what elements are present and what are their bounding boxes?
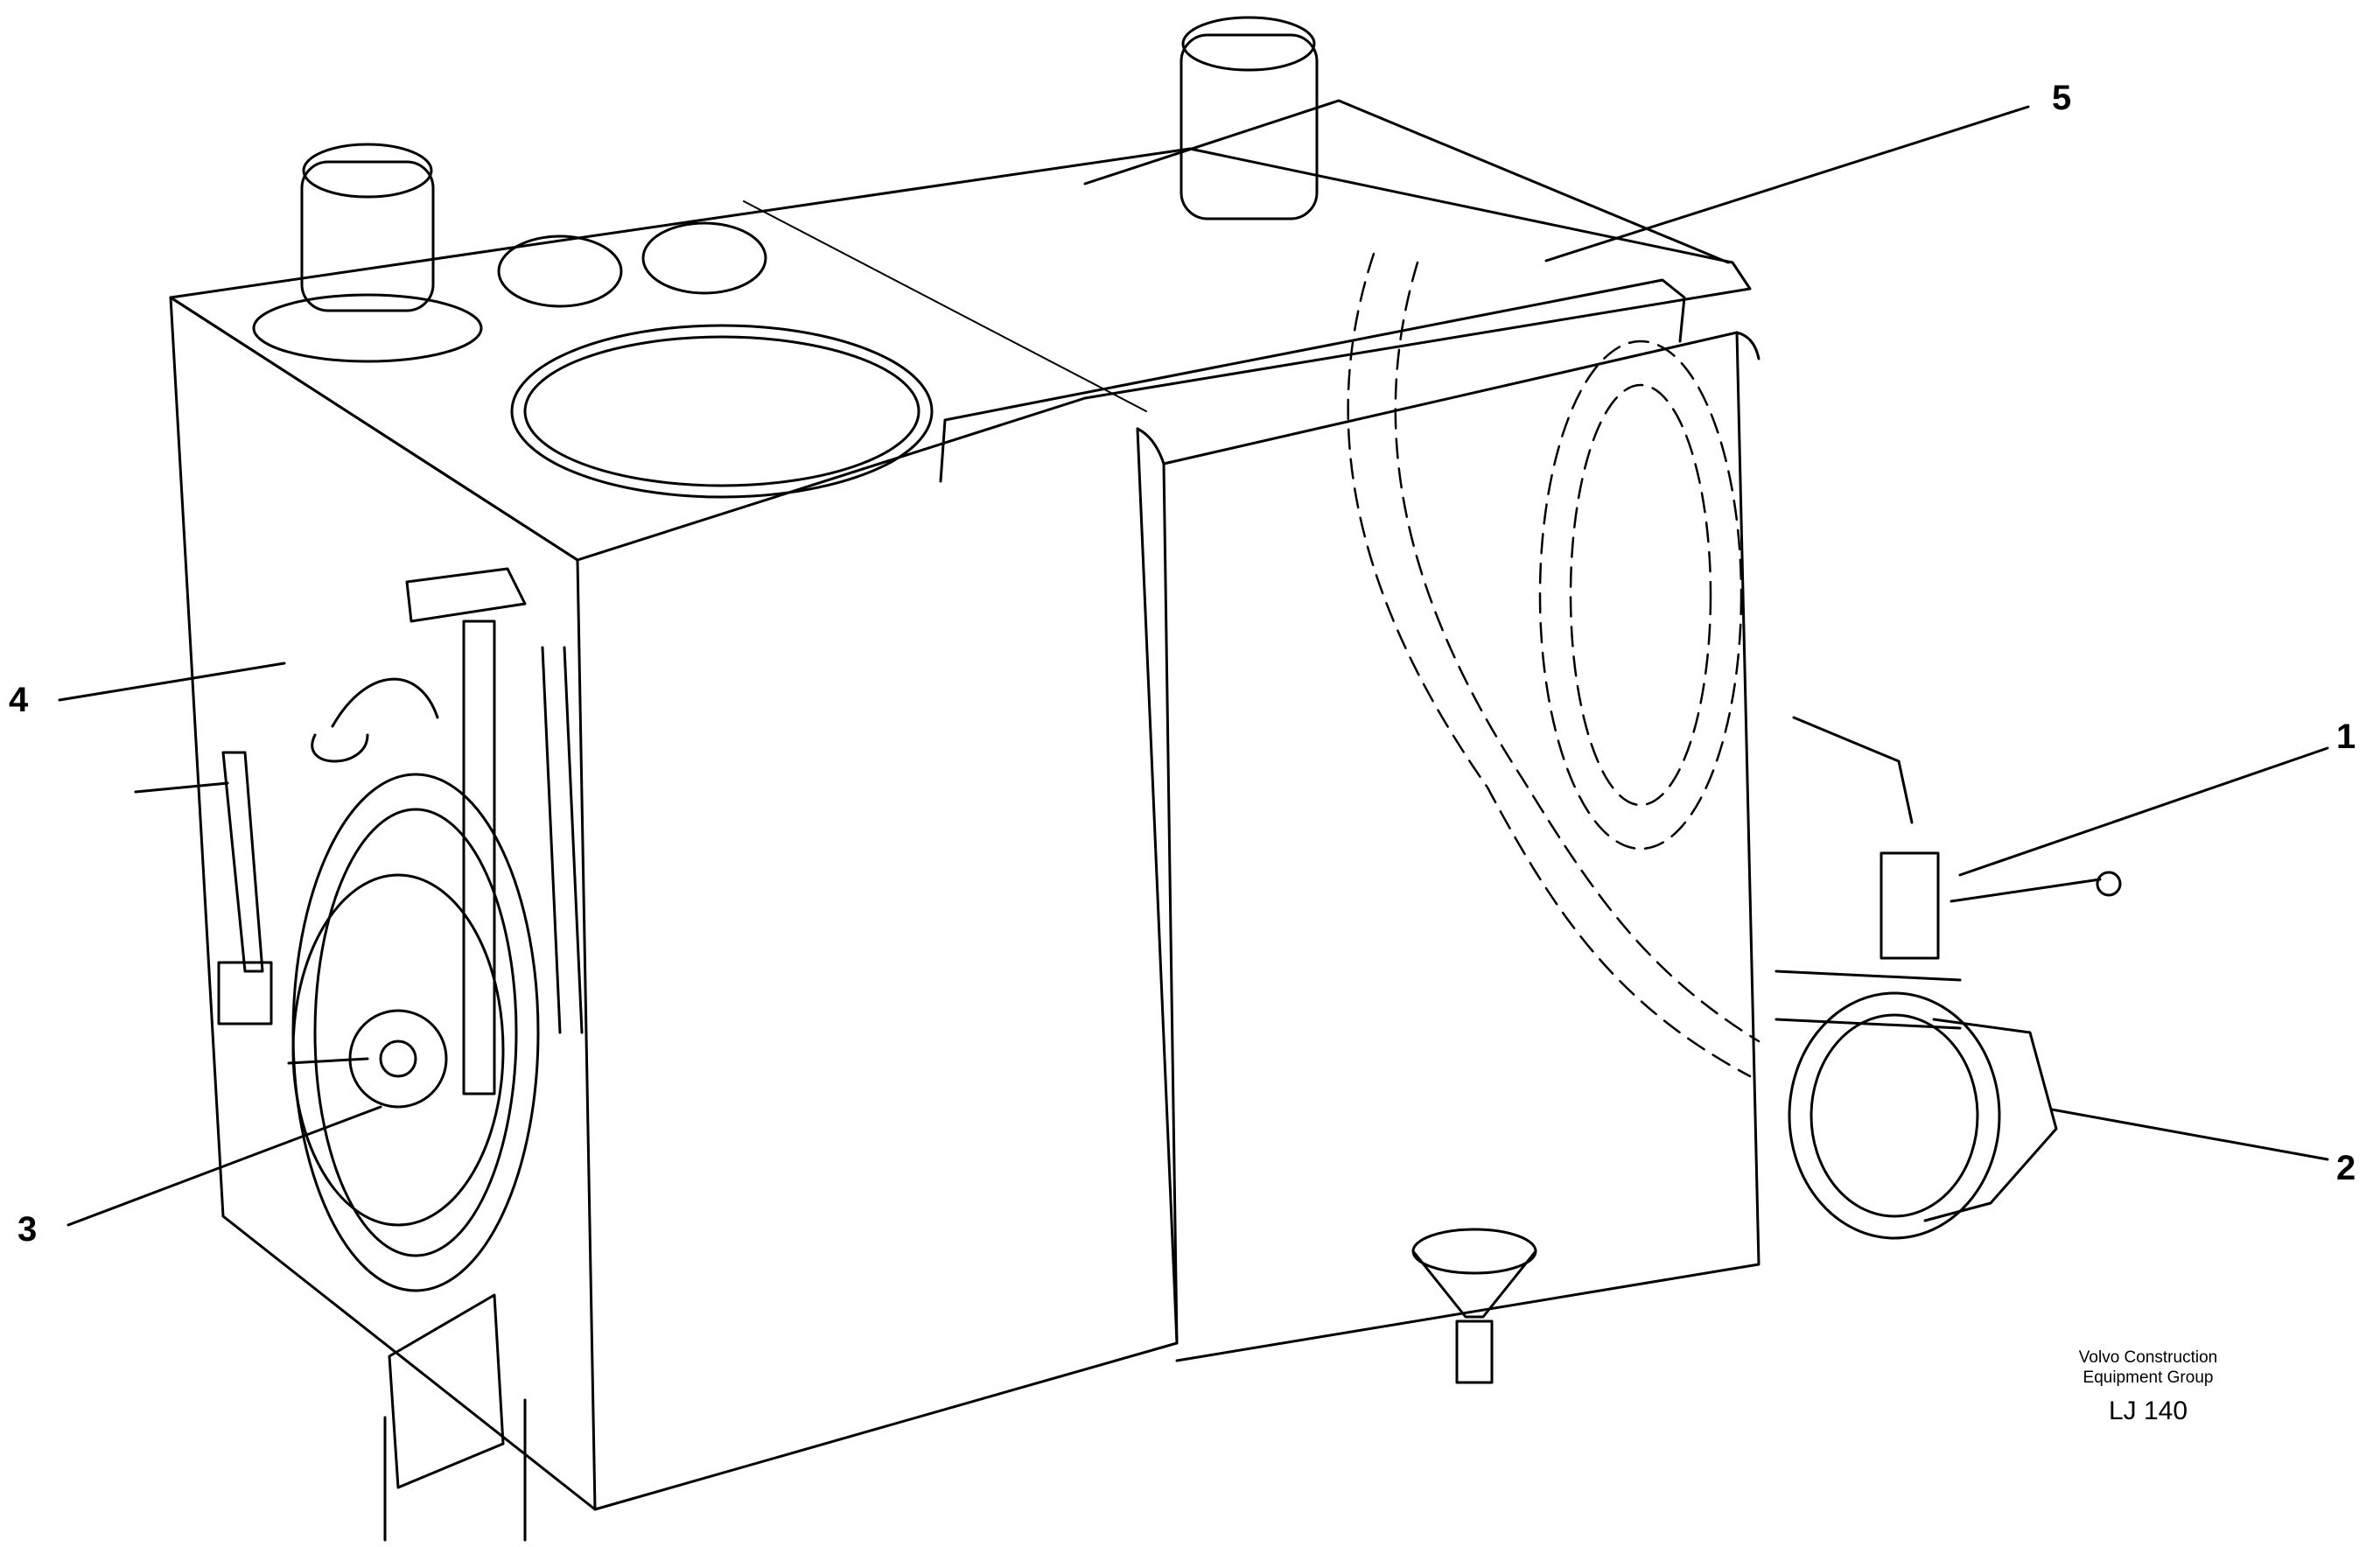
- callout-3: 3: [18, 1210, 38, 1249]
- credit-line-1: Volvo Construction: [2078, 1348, 2218, 1367]
- leader-line-3: [66, 1105, 382, 1227]
- right-top-plate: [1083, 99, 1730, 264]
- credit-line-2: Equipment Group: [2082, 1368, 2214, 1387]
- leader-line-1: [1958, 746, 2329, 877]
- drawing-code: LJ 140: [2108, 1396, 2188, 1425]
- transfer-pump: [1774, 970, 2058, 1240]
- leader-line-5: [1544, 105, 2030, 262]
- callout-5: 5: [2052, 79, 2072, 117]
- inspection-covers: [497, 221, 934, 499]
- leader-lines: [58, 105, 2329, 1227]
- drain-funnel: [1411, 1228, 1537, 1384]
- leader-line-2: [2050, 1108, 2329, 1161]
- callout-4: 4: [9, 681, 29, 719]
- breather-cap-right: [1180, 16, 1319, 220]
- support-feet: [383, 1293, 527, 1542]
- credit-block: Volvo Construction Equipment Group LJ 14…: [1973, 1348, 2323, 1426]
- leader-line-4: [58, 662, 286, 702]
- tank-top: [169, 147, 1752, 562]
- top-rail: [939, 278, 1686, 483]
- drain-valve: [1792, 716, 2122, 960]
- hose-reel: [287, 677, 540, 1292]
- callout-1: 1: [2336, 718, 2356, 756]
- tank-left-section: [169, 296, 1179, 1511]
- hand-pump-lever: [134, 751, 273, 1026]
- vertical-pipe: [405, 567, 584, 1096]
- callout-2: 2: [2336, 1149, 2356, 1187]
- tank-right-section: [1136, 331, 1760, 1362]
- hidden-hose: [1347, 252, 1760, 1078]
- breather-cap-left: [252, 143, 483, 363]
